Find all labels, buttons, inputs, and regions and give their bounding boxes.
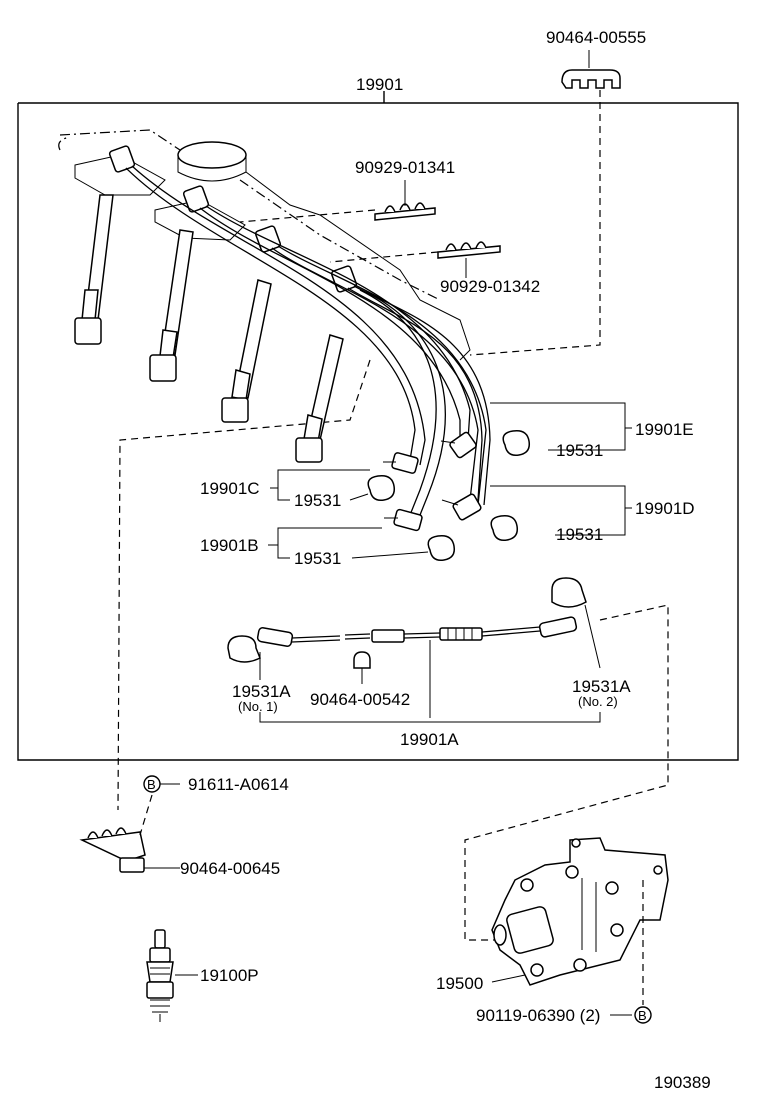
label-cord-a: 19901A	[400, 730, 459, 749]
clamp-low-part	[79, 783, 180, 873]
label-cord-c: 19901C	[200, 479, 260, 498]
cylinder-head	[58, 129, 471, 811]
label-clamp-b: 90929-01342	[440, 277, 540, 296]
label-boot-c: 19531	[294, 491, 341, 510]
label-cord-d: 19901D	[635, 499, 695, 518]
label-ref-b1: B	[147, 777, 156, 792]
label-clamp-mid: 90464-00542	[310, 690, 410, 709]
label-cord-b: 19901B	[200, 536, 259, 555]
cord-a-assembly	[227, 577, 669, 941]
label-boot-d: 19531	[556, 525, 603, 544]
ignition-coil-part	[491, 837, 669, 1016]
label-bolt-b: 91611-A0614	[188, 775, 289, 794]
ref-b2-icon	[634, 1006, 652, 1024]
label-assembly: 19901	[356, 75, 403, 94]
label-boot-a2-note: (No. 2)	[578, 694, 618, 709]
loose-boots	[367, 429, 531, 562]
label-boot-a2: 19531A	[572, 677, 631, 696]
cord-clamps	[239, 180, 501, 278]
label-bolt-coil: 90119-06390 (2)	[476, 1006, 600, 1025]
label-clamp-low: 90464-00645	[180, 859, 280, 878]
label-diagram-no: 190389	[654, 1073, 711, 1092]
cord-bundle	[108, 145, 491, 532]
label-ref-b2: B	[638, 1008, 647, 1023]
label-clamp-top: 90464-00555	[546, 28, 646, 47]
label-cord-e: 19901E	[635, 420, 694, 439]
label-boot-a1: 19531A	[232, 682, 291, 701]
label-spark-plug: 19100P	[200, 966, 259, 985]
plug-tubes	[74, 194, 344, 463]
callout-lines-right	[268, 402, 632, 559]
label-ignition-coil: 19500	[436, 974, 483, 993]
clamp-top-part	[469, 50, 621, 356]
spark-plug-part	[146, 929, 198, 1022]
ref-b1-icon	[143, 775, 161, 793]
label-boot-a1-note: (No. 1)	[238, 699, 278, 714]
assembly-frame	[17, 91, 739, 761]
label-boot-b: 19531	[294, 549, 341, 568]
label-clamp-a: 90929-01341	[355, 158, 455, 177]
label-boot-e: 19531	[556, 441, 603, 460]
